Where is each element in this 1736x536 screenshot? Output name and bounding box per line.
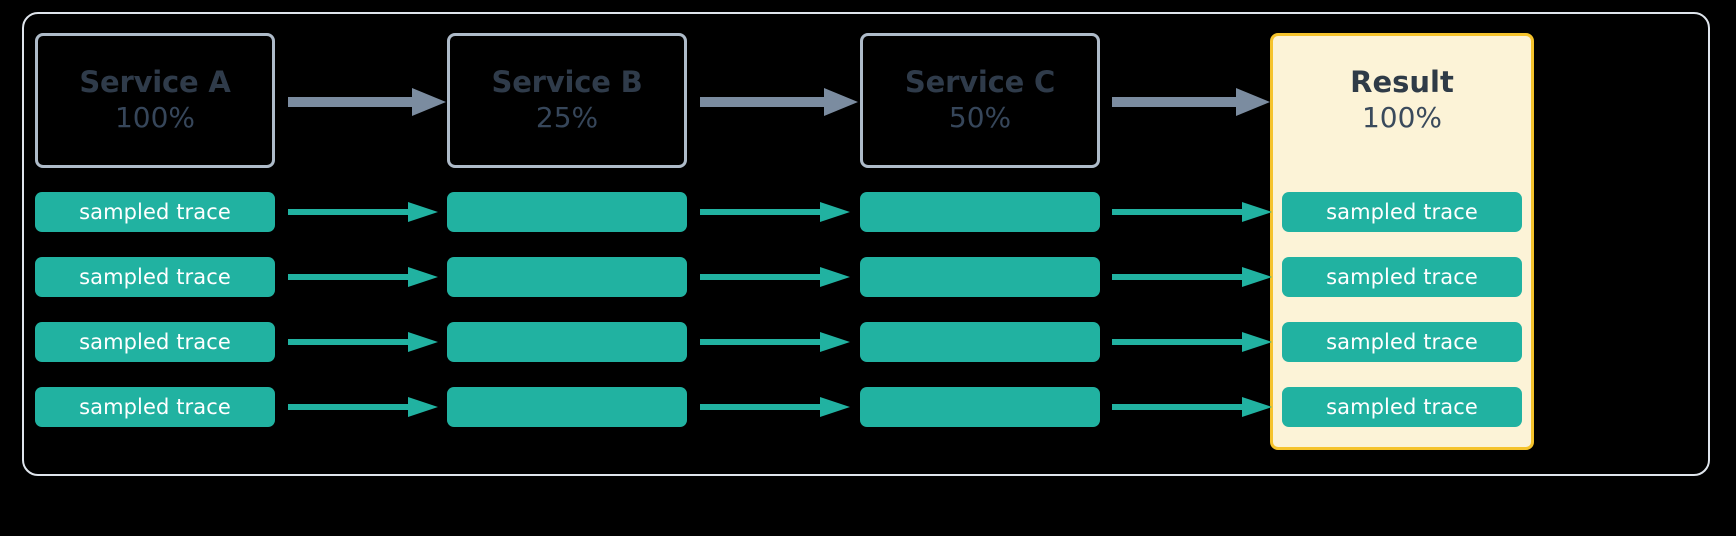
trace-bar[interactable]: [860, 257, 1100, 297]
trace-bar[interactable]: sampled trace: [1282, 192, 1522, 232]
trace-arrow: [1112, 332, 1272, 352]
trace-arrow: [288, 202, 438, 222]
trace-bar[interactable]: sampled trace: [35, 257, 275, 297]
stage-name: Service C: [904, 65, 1056, 100]
trace-bar[interactable]: sampled trace: [35, 322, 275, 362]
stage-percent: 50%: [948, 101, 1012, 135]
trace-bar[interactable]: [860, 192, 1100, 232]
stage-percent: 100%: [1361, 101, 1443, 135]
trace-bar-label: sampled trace: [1326, 395, 1478, 419]
trace-bar[interactable]: sampled trace: [1282, 387, 1522, 427]
trace-bar[interactable]: sampled trace: [35, 192, 275, 232]
trace-bar-label: sampled trace: [79, 265, 231, 289]
stage-box-result[interactable]: Result 100%: [1282, 40, 1522, 161]
trace-arrow: [700, 397, 850, 417]
trace-bar-label: sampled trace: [1326, 265, 1478, 289]
trace-arrow: [288, 267, 438, 287]
stage-arrow-b-to-c: [700, 88, 858, 116]
trace-bar-label: sampled trace: [1326, 330, 1478, 354]
trace-bar[interactable]: sampled trace: [35, 387, 275, 427]
stage-name: Result: [1350, 65, 1454, 100]
trace-bar[interactable]: [860, 322, 1100, 362]
trace-bar[interactable]: sampled trace: [1282, 322, 1522, 362]
trace-bar[interactable]: [447, 257, 687, 297]
stage-percent: 100%: [114, 101, 196, 135]
stage-percent: 25%: [535, 101, 599, 135]
trace-bar[interactable]: [447, 387, 687, 427]
trace-arrow: [1112, 202, 1272, 222]
stage-name: Service A: [79, 65, 231, 100]
stage-box-service-c[interactable]: Service C 50%: [860, 33, 1100, 168]
stage-box-service-a[interactable]: Service A 100%: [35, 33, 275, 168]
result-highlight-panel: [1270, 33, 1534, 450]
trace-arrow: [700, 202, 850, 222]
trace-arrow: [700, 332, 850, 352]
stage-name: Service B: [491, 65, 643, 100]
trace-arrow: [288, 332, 438, 352]
trace-bar[interactable]: [447, 322, 687, 362]
trace-bar-label: sampled trace: [79, 200, 231, 224]
stage-box-service-b[interactable]: Service B 25%: [447, 33, 687, 168]
trace-arrow: [1112, 267, 1272, 287]
stage-arrow-a-to-b: [288, 88, 446, 116]
trace-bar-label: sampled trace: [79, 395, 231, 419]
trace-bar[interactable]: [860, 387, 1100, 427]
trace-arrow: [1112, 397, 1272, 417]
trace-bar-label: sampled trace: [1326, 200, 1478, 224]
trace-bar-label: sampled trace: [79, 330, 231, 354]
trace-arrow: [700, 267, 850, 287]
stage-arrow-c-to-result: [1112, 88, 1270, 116]
trace-bar[interactable]: [447, 192, 687, 232]
trace-arrow: [288, 397, 438, 417]
trace-bar[interactable]: sampled trace: [1282, 257, 1522, 297]
diagram-frame: [22, 12, 1710, 476]
